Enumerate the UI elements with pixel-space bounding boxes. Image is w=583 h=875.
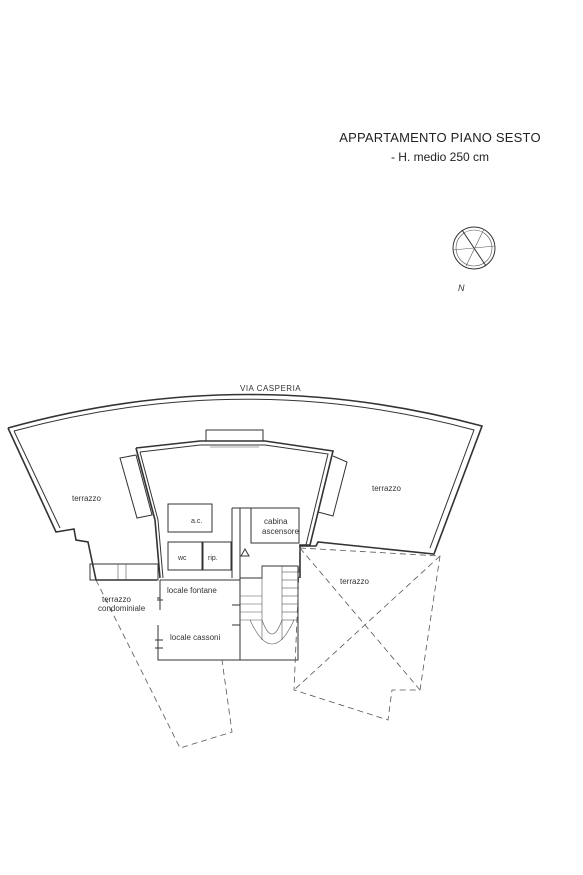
label-terrazzo-condominiale-1: terrazzo (102, 595, 131, 604)
lower-terrace-right-dashed (293, 547, 441, 721)
label-rip: rip. (208, 555, 218, 562)
room-wc (167, 541, 203, 571)
label-cabina: cabina (264, 517, 288, 526)
window-top (205, 429, 264, 442)
drawing-subtitle: - H. medio 250 cm (390, 150, 490, 164)
label-locale-fontane: locale fontane (167, 586, 217, 595)
warning-icon (240, 547, 250, 557)
compass-north-label: N (458, 283, 465, 293)
lower-terrace-left-dashed (95, 579, 233, 749)
label-ac: a.c. (191, 518, 202, 525)
window-right (317, 455, 348, 517)
terrace-outline (7, 393, 484, 581)
apartment-inner (139, 444, 329, 579)
label-terrazzo-condominiale-2: condominiale (98, 604, 146, 613)
label-wc: wc (177, 555, 187, 562)
stair-steps (240, 566, 298, 645)
room-ac (167, 503, 213, 533)
room-cabina-ascensore (250, 507, 300, 544)
locale-fontane-walls (157, 579, 240, 661)
compass-icon (452, 226, 496, 270)
label-terrazzo-left: terrazzo (72, 494, 101, 503)
apartment-outline (135, 440, 334, 579)
label-terrazzo-right: terrazzo (372, 484, 401, 493)
room-rip (202, 541, 232, 571)
drawing-title: APPARTAMENTO PIANO SESTO (339, 130, 541, 145)
window-left (119, 454, 153, 519)
label-ascensore: ascensore (262, 527, 299, 536)
street-label: VIA CASPERIA (240, 384, 301, 393)
terrace-inner-line (13, 398, 475, 549)
label-terrazzo-lower: terrazzo (340, 577, 369, 586)
label-locale-cassoni: locale cassoni (170, 633, 220, 642)
